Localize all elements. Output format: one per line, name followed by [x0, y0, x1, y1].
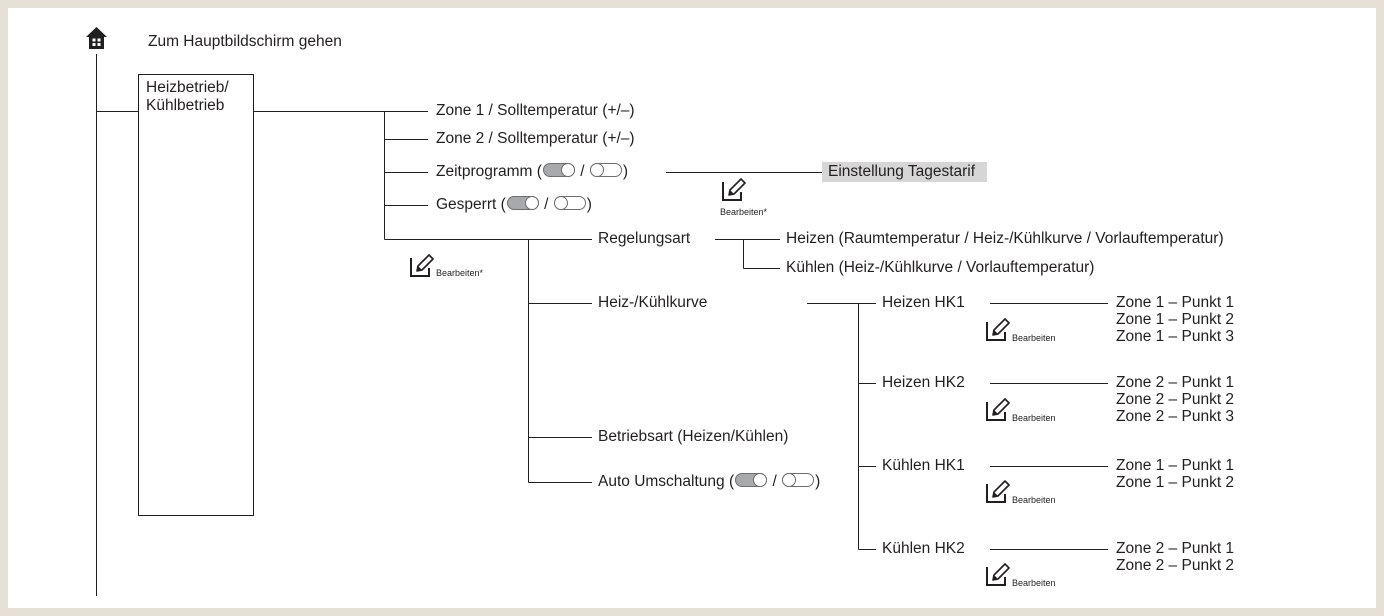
curve-point[interactable]: Zone 1 – Punkt 1	[1116, 294, 1235, 311]
toggle-off-icon	[553, 196, 586, 211]
menu-label-line2: Kühlbetrieb	[146, 97, 225, 114]
home-label[interactable]: Zum Hauptbildschirm gehen	[148, 33, 342, 50]
regelungsart-heizen[interactable]: Heizen (Raumtemperatur / Heiz-/Kühlkurve…	[786, 230, 1224, 247]
edit-label: Bearbeiten	[1012, 578, 1056, 588]
auto-label: Auto Umschaltung (	[598, 473, 735, 490]
toggle-on-icon	[506, 196, 539, 211]
circuit-label[interactable]: Kühlen HK1	[882, 457, 965, 474]
diagram-panel	[8, 8, 1376, 608]
curve-point[interactable]: Zone 2 – Punkt 1	[1116, 540, 1235, 557]
edit-pencil-icon[interactable]	[984, 396, 1010, 422]
edit-label: Bearbeiten	[1012, 333, 1056, 343]
betriebsart-label[interactable]: Betriebsart (Heizen/Kühlen)	[598, 428, 789, 445]
toggle-on-icon	[735, 473, 768, 488]
curve-point[interactable]: Zone 2 – Punkt 1	[1116, 374, 1235, 391]
curve-point[interactable]: Zone 1 – Punkt 2	[1116, 311, 1235, 328]
circuit-label[interactable]: Kühlen HK2	[882, 540, 965, 557]
curve-point[interactable]: Zone 2 – Punkt 2	[1116, 557, 1235, 574]
circuit-label[interactable]: Heizen HK2	[882, 374, 965, 391]
curve-point[interactable]: Zone 2 – Punkt 3	[1116, 408, 1235, 425]
auto-umschaltung-item[interactable]: Auto Umschaltung ( / )	[598, 473, 820, 491]
home-icon[interactable]	[84, 26, 109, 50]
toggle-on-icon	[542, 163, 575, 178]
edit-pencil-icon[interactable]	[984, 561, 1010, 587]
regelungsart-kuehlen[interactable]: Kühlen (Heiz-/Kühlkurve / Vorlauftempera…	[786, 259, 1095, 276]
gesperrt-label: Gesperrt (	[436, 196, 506, 213]
edit-label: Bearbeiten*	[720, 207, 768, 217]
edit-pencil-icon[interactable]	[984, 478, 1010, 504]
toggle-separator: /	[580, 163, 585, 180]
toggle-separator: /	[772, 473, 777, 490]
circuit-label[interactable]: Heizen HK1	[882, 294, 965, 311]
zone2-setpoint[interactable]: Zone 2 / Solltemperatur (+/–)	[436, 130, 635, 147]
regelungsart-label[interactable]: Regelungsart	[598, 230, 691, 247]
edit-pencil-icon[interactable]	[408, 252, 434, 278]
edit-label: Bearbeiten	[1012, 413, 1056, 423]
zone1-setpoint[interactable]: Zone 1 / Solltemperatur (+/–)	[436, 102, 635, 119]
einstellung-tagestarif[interactable]: Einstellung Tagestarif	[822, 162, 988, 182]
kurve-label[interactable]: Heiz-/Kühlkurve	[598, 294, 708, 311]
curve-point[interactable]: Zone 1 – Punkt 3	[1116, 328, 1235, 345]
curve-point[interactable]: Zone 1 – Punkt 2	[1116, 474, 1235, 491]
edit-label: Bearbeiten	[1012, 495, 1056, 505]
gesperrt-close: )	[586, 196, 592, 213]
zeitprogramm-label: Zeitprogramm (	[436, 163, 542, 180]
curve-point[interactable]: Zone 1 – Punkt 1	[1116, 457, 1235, 474]
auto-close: )	[815, 473, 821, 490]
edit-label: Bearbeiten*	[436, 268, 484, 278]
toggle-off-icon	[589, 163, 622, 178]
gesperrt-item[interactable]: Gesperrt ( / )	[436, 196, 592, 214]
zeitprogramm-close: )	[622, 163, 629, 180]
zeitprogramm-item[interactable]: Zeitprogramm ( / )	[436, 163, 628, 181]
toggle-separator: /	[544, 196, 549, 213]
menu-label-line1: Heizbetrieb/	[146, 79, 229, 96]
curve-point[interactable]: Zone 2 – Punkt 2	[1116, 391, 1235, 408]
edit-pencil-icon[interactable]	[720, 176, 746, 202]
toggle-off-icon	[782, 473, 815, 488]
edit-pencil-icon[interactable]	[984, 316, 1010, 342]
